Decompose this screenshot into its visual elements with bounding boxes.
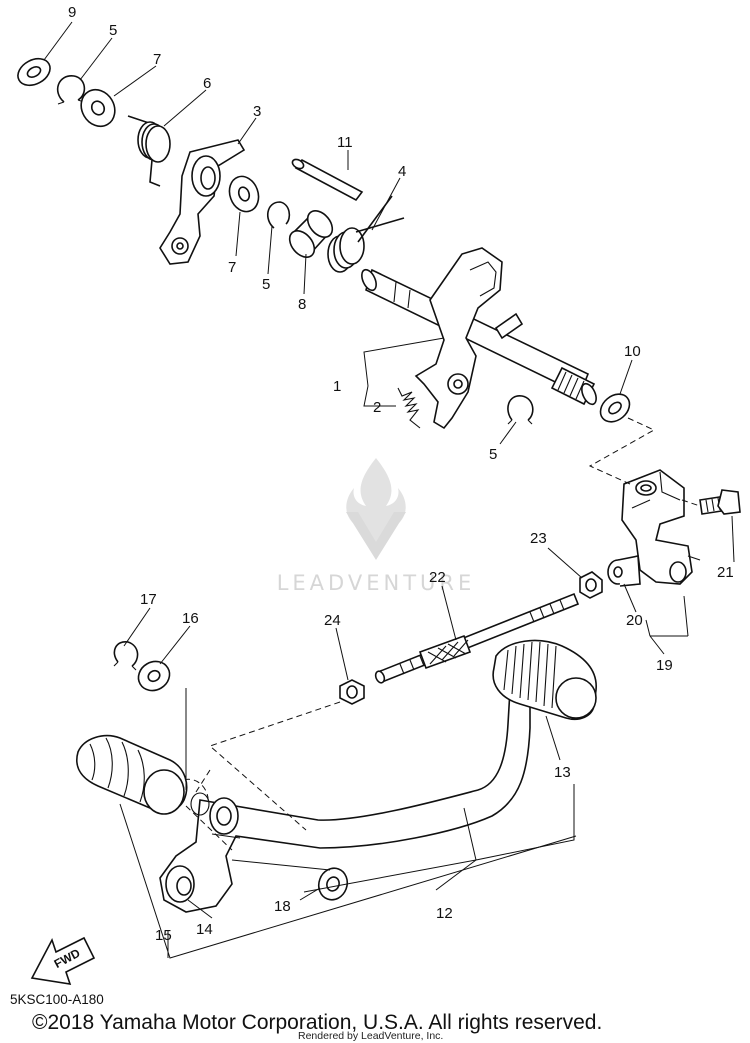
callout-18: 18	[274, 898, 291, 915]
part-20-ball-joint	[607, 555, 641, 587]
part-4-return-spring	[327, 195, 405, 273]
part-8-collar	[288, 210, 334, 258]
diagram-code: 5KSC100-A180	[10, 992, 104, 1007]
part-17-circlip	[113, 641, 139, 671]
part-10-washer	[599, 393, 631, 423]
part-1-shift-shaft-assembly	[361, 247, 597, 430]
callout-2: 2	[373, 399, 381, 416]
part-16-washer	[137, 660, 171, 692]
callout-3: 3	[253, 103, 261, 120]
leadventure-watermark: LEADVENTURE	[277, 458, 476, 595]
rendered-by-credit: Rendered by LeadVenture, Inc.	[298, 1030, 444, 1042]
callout-14: 14	[196, 921, 213, 938]
callout-23: 23	[530, 530, 547, 547]
part-14-bushing	[190, 769, 211, 816]
part-6-torsion-spring	[127, 115, 171, 187]
callout-7-lower: 7	[228, 259, 236, 276]
part-12-shift-pedal	[159, 689, 531, 913]
part-2-small-spring	[397, 387, 421, 429]
part-15-heel-rubber	[76, 734, 188, 815]
callout-10: 10	[624, 343, 641, 360]
part-9-washer	[17, 57, 51, 87]
part-5-circlip-lower	[507, 395, 534, 425]
part-13-toe-rubber	[492, 639, 597, 721]
part-5-circlip	[56, 75, 86, 105]
part-21-bolt	[699, 489, 741, 515]
callout-15: 15	[155, 927, 172, 944]
callout-13: 13	[554, 764, 571, 781]
part-3-shift-arm	[159, 139, 246, 265]
watermark-flame-logo	[346, 458, 406, 546]
callout-21: 21	[717, 564, 734, 581]
callout-5-lower: 5	[489, 446, 497, 463]
watermark-text: LEADVENTURE	[277, 571, 476, 595]
copyright-notice: ©2018 Yamaha Motor Corporation, U.S.A. A…	[32, 1011, 603, 1034]
callout-11: 11	[337, 134, 353, 151]
callout-8: 8	[298, 296, 306, 313]
callout-6: 6	[203, 75, 211, 92]
fwd-direction-arrow: FWD	[30, 936, 96, 985]
callout-5-middle: 5	[262, 276, 270, 293]
callout-1: 1	[333, 378, 341, 395]
callout-16: 16	[182, 610, 199, 627]
callout-4: 4	[398, 163, 406, 180]
callout-labels: 9 5 7 6 3 11 4 7 5 8 1 2 5 10 21 23 22 2…	[68, 4, 734, 944]
part-22-shift-rod	[374, 592, 580, 684]
callout-5-top: 5	[109, 22, 117, 39]
callout-12: 12	[436, 905, 453, 922]
callout-7-top: 7	[153, 51, 161, 68]
callout-9: 9	[68, 4, 76, 21]
callout-24: 24	[324, 612, 341, 629]
leader-lines	[43, 21, 735, 959]
part-19-shift-lever-clamp	[621, 469, 701, 585]
callout-17: 17	[140, 591, 157, 608]
part-23-nut	[579, 571, 603, 599]
part-7-washer-upper	[80, 88, 116, 128]
part-18-washer	[317, 867, 349, 901]
part-7-washer-lower	[228, 175, 260, 213]
callout-20: 20	[626, 612, 643, 629]
callout-19: 19	[656, 657, 673, 674]
part-24-nut	[339, 679, 365, 705]
watermark-v-logo	[346, 512, 406, 560]
part-5-circlip-middle	[267, 201, 291, 229]
callout-22: 22	[429, 569, 446, 586]
part-11-pin	[291, 158, 364, 202]
